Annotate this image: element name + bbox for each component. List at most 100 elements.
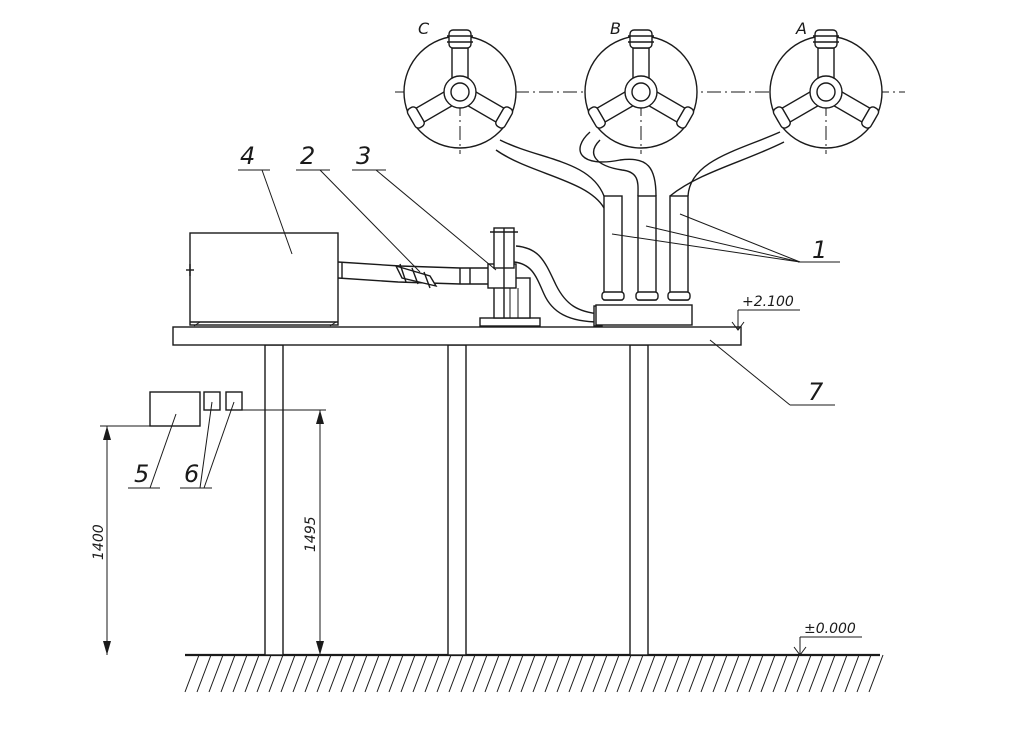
hatch-line xyxy=(748,654,764,693)
dimension-1400-label: 1400 xyxy=(91,524,107,560)
hatch-line xyxy=(268,654,284,693)
ground xyxy=(184,653,884,693)
hatch-line xyxy=(316,654,332,693)
hatch-line xyxy=(724,654,740,693)
pipe-manifold xyxy=(595,195,693,326)
flexible-hose xyxy=(337,261,488,289)
callout-4: 4 xyxy=(240,142,255,170)
hatch-line xyxy=(628,654,644,693)
hatch-line xyxy=(508,654,524,693)
phase-arm xyxy=(587,91,634,129)
hatch-line xyxy=(292,654,308,693)
hatch-line xyxy=(868,654,884,693)
hatch-line xyxy=(580,654,596,693)
hatch-line xyxy=(232,654,248,693)
hatch-line xyxy=(196,654,212,693)
control-box-5 xyxy=(149,391,201,427)
hose-clamp xyxy=(394,263,438,289)
center-hole xyxy=(450,82,470,102)
leader-lines xyxy=(128,169,840,489)
hatch-line xyxy=(220,654,236,693)
hatch-line xyxy=(304,654,320,693)
elevation-ground xyxy=(793,636,862,656)
dimension-1495-label: 1495 xyxy=(303,516,319,552)
hatch-line xyxy=(616,654,632,693)
callout-5: 5 xyxy=(134,460,149,488)
hatch-line xyxy=(184,654,200,693)
hatch-line xyxy=(388,654,404,693)
hatch-line xyxy=(808,654,824,693)
hatch-line xyxy=(784,654,800,693)
top-terminal-cap xyxy=(448,29,472,49)
callout-3: 3 xyxy=(356,142,371,170)
ground-hatching xyxy=(184,654,884,693)
elevation-ground-label: ±0.000 xyxy=(804,621,856,637)
hatch-line xyxy=(472,654,488,693)
hatch-line xyxy=(520,654,536,693)
hatch-line xyxy=(712,654,728,693)
hatch-line xyxy=(364,654,380,693)
hatch-line xyxy=(604,654,620,693)
hatch-line xyxy=(700,654,716,693)
hatch-line xyxy=(448,654,464,693)
hatch-line xyxy=(652,654,668,693)
phase-arm xyxy=(406,91,453,129)
dimension-1495 xyxy=(242,409,326,655)
callout-1: 1 xyxy=(812,236,827,264)
control-box-6b xyxy=(225,391,243,411)
top-terminal-cap xyxy=(629,29,653,49)
hatch-line xyxy=(856,654,872,693)
hatch-line xyxy=(400,654,416,693)
hatch-line xyxy=(412,654,428,693)
top-terminal xyxy=(451,47,469,79)
hatch-line xyxy=(208,654,224,693)
hatch-line xyxy=(256,654,272,693)
phase-label-b: B xyxy=(610,19,621,38)
hatch-line xyxy=(640,654,656,693)
hatch-line xyxy=(556,654,572,693)
callout-7: 7 xyxy=(808,378,824,406)
callout-2: 2 xyxy=(300,142,315,170)
hatch-line xyxy=(328,654,344,693)
hatch-line xyxy=(280,654,296,693)
phase-unit-a xyxy=(769,29,883,154)
hatch-line xyxy=(688,654,704,693)
top-terminal xyxy=(817,47,835,79)
hatch-line xyxy=(484,654,500,693)
control-box-6a xyxy=(203,391,221,411)
enclosure xyxy=(186,232,339,327)
hatch-line xyxy=(844,654,860,693)
center-hole xyxy=(816,82,836,102)
hatch-line xyxy=(496,654,512,693)
control-boxes xyxy=(149,391,243,427)
hatch-line xyxy=(376,654,392,693)
hatch-line xyxy=(460,654,476,693)
hatch-line xyxy=(832,654,848,693)
hatch-line xyxy=(424,654,440,693)
phase-hoses xyxy=(495,131,785,209)
elevation-platform-label: +2.100 xyxy=(742,294,794,310)
platform xyxy=(172,326,742,346)
hatch-line xyxy=(532,654,548,693)
hatch-line xyxy=(592,654,608,693)
phase-unit-b xyxy=(584,29,698,154)
phase-arm xyxy=(467,91,514,129)
hatch-line xyxy=(352,654,368,693)
hatch-line xyxy=(736,654,752,693)
hatch-line xyxy=(820,654,836,693)
elevation-platform xyxy=(731,309,800,331)
phase-unit-c xyxy=(403,29,517,154)
hatch-line xyxy=(544,654,560,693)
hatch-line xyxy=(244,654,260,693)
hatch-line xyxy=(664,654,680,693)
hatch-line xyxy=(760,654,776,693)
hatch-line xyxy=(340,654,356,693)
platform-legs xyxy=(264,344,649,656)
top-terminal-cap xyxy=(814,29,838,49)
callout-6: 6 xyxy=(184,460,199,488)
phase-label-a: A xyxy=(795,19,807,38)
hatch-line xyxy=(436,654,452,693)
phase-label-c: C xyxy=(418,19,430,38)
